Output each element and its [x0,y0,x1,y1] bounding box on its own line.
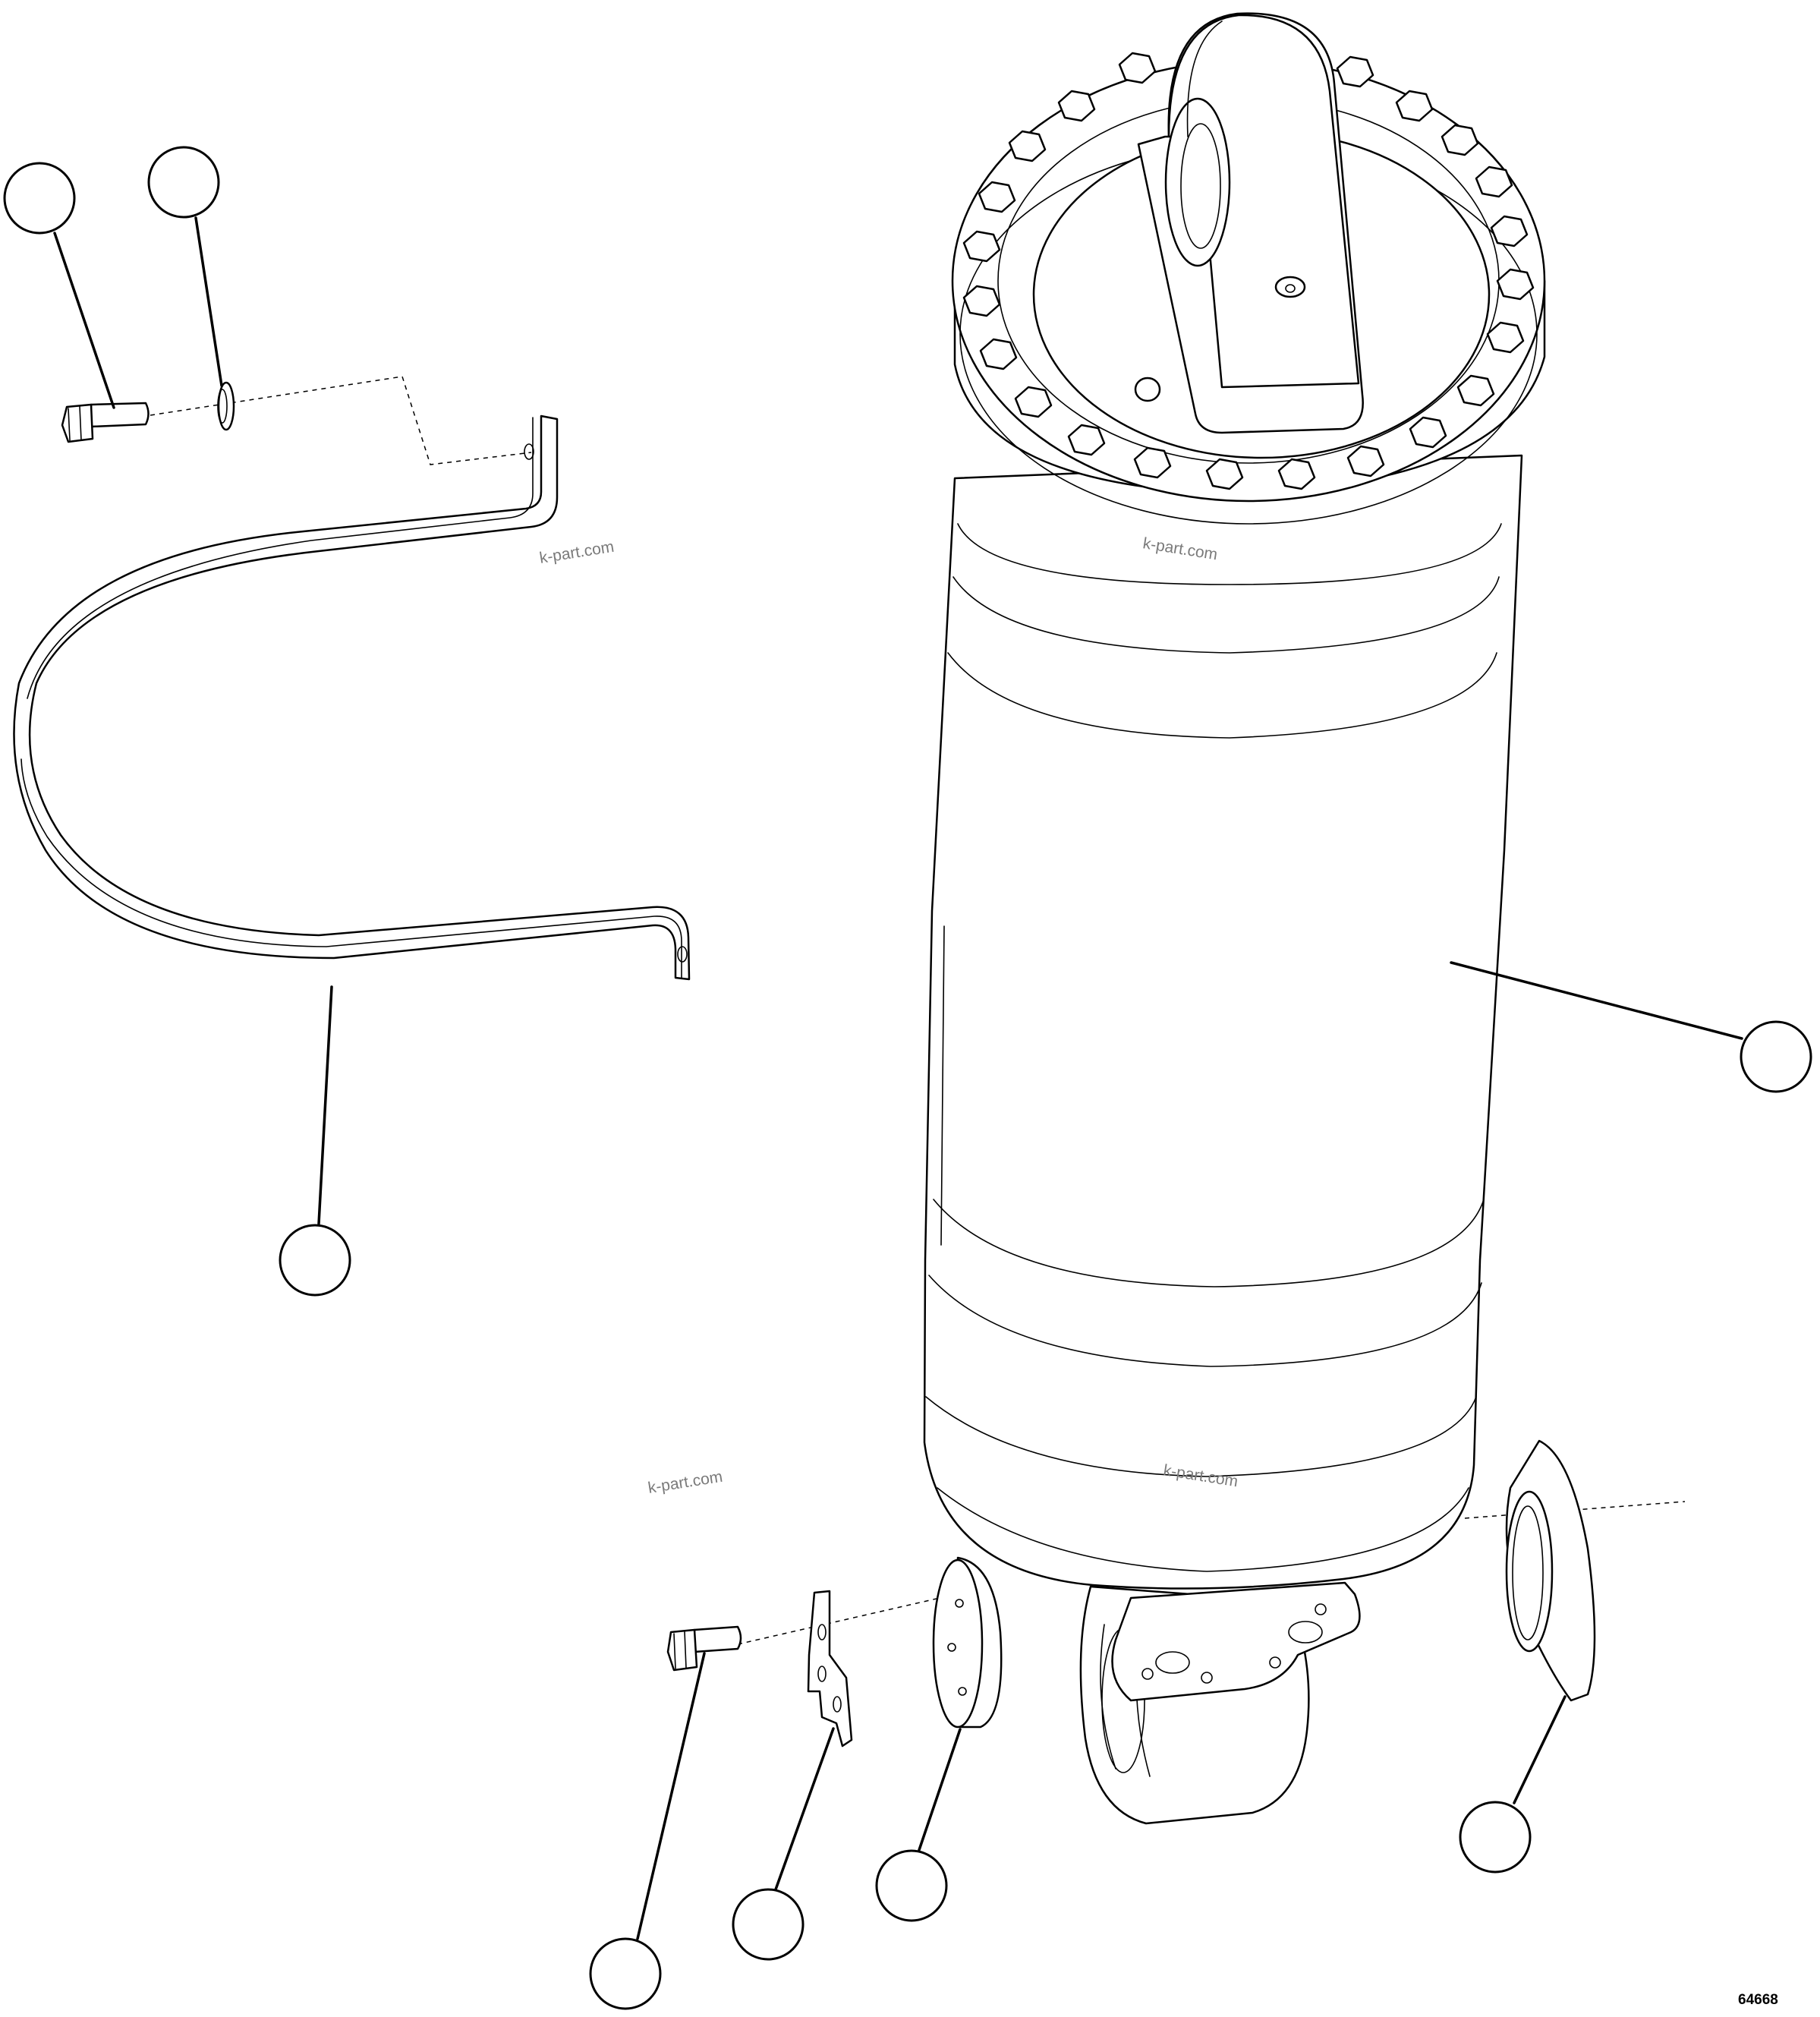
callout-balloon-spacer-disc [875,1849,948,1922]
bottom-bolt [666,1625,742,1672]
flange-bolts [962,52,1535,490]
assembly-line-top [150,376,532,465]
seal [1505,1439,1596,1702]
callout-balloon-bolt-bottom [589,1937,662,2010]
top-bolt [61,402,150,443]
clamp-strap [13,414,691,981]
lock-plate [807,1590,853,1748]
callout-balloon-clamp [279,1224,351,1297]
callout-balloon-cylinder [1740,1020,1812,1093]
callout-balloon-lock-plate [732,1888,805,1961]
hydraulic-cylinder [923,12,1546,1825]
callout-balloon-washer-top [147,146,220,219]
watermark-text: k-part.com [538,538,616,567]
watermark-text: k-part.com [647,1468,724,1497]
top-washer [217,381,235,431]
callout-balloon-bolt-top [3,162,76,235]
callout-balloon-seal [1459,1801,1532,1874]
drawing-reference-number: 64668 [1738,1992,1778,2008]
spacer-disc [932,1556,1003,1729]
leader-lines [53,216,1743,1940]
